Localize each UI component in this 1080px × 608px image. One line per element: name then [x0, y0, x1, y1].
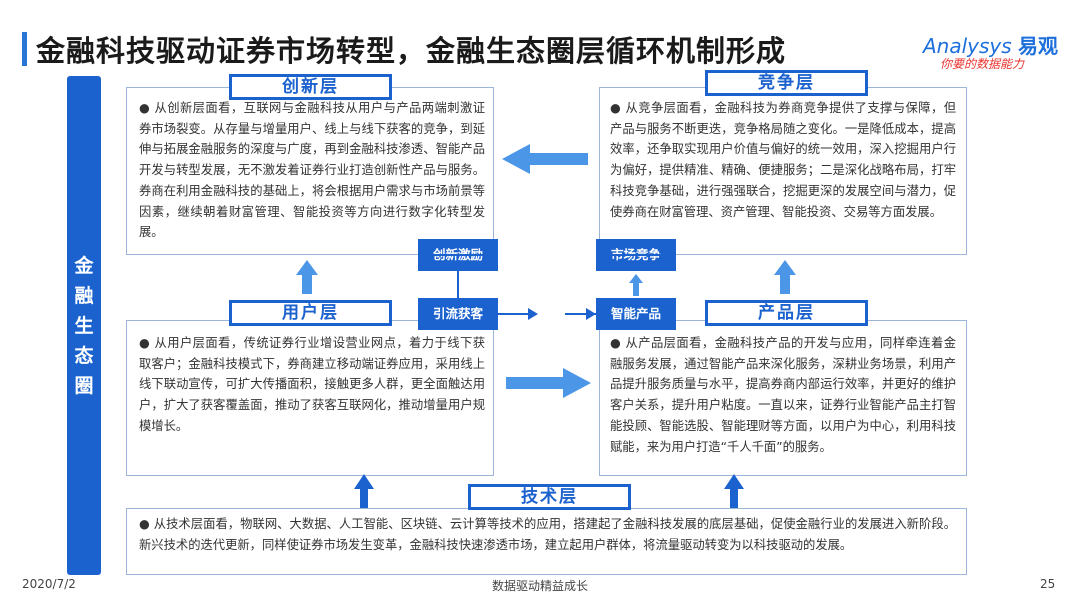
user-layer-label: 用户层 [229, 300, 392, 326]
side-label: 金融生态圈 [74, 254, 94, 397]
competition-layer-text: ● 从竞争层面看，金融科技为券商竞争提供了支撑与保障，但产品与服务不断更迭，竞争… [610, 101, 956, 219]
tech-layer-label: 技术层 [468, 484, 631, 510]
arrow-left-icon [502, 144, 588, 174]
innovation-layer-box: ● 从创新层面看，互联网与金融科技从用户与产品两端刺激证券市场裂变。从存量与增量… [126, 87, 494, 255]
title-accent-bar [22, 32, 27, 66]
side-label-bar: 金融生态圈 [67, 76, 101, 575]
competition-layer-label: 竞争层 [705, 70, 868, 96]
competition-layer-box: ● 从竞争层面看，金融科技为券商竞争提供了支撑与保障，但产品与服务不断更迭，竞争… [599, 87, 967, 255]
innovation-layer-text: ● 从创新层面看，互联网与金融科技从用户与产品两端刺激证券市场裂变。从存量与增量… [139, 101, 485, 240]
tag-smart-products: 智能产品 [596, 298, 676, 330]
footer-center: 数据驱动精益成长 [492, 579, 589, 593]
tech-layer-box: ● 从技术层面看，物联网、大数据、人工智能、区块链、云计算等技术的应用，搭建起了… [126, 508, 967, 575]
arrow-up-icon-right [774, 260, 796, 294]
logo-brand-cn: 易观 [1018, 34, 1059, 58]
arrow-up-icon-tech-left [354, 474, 374, 508]
tag-traffic-acquisition: 引流获客 [418, 298, 498, 330]
arrow-right-small-icon-2 [586, 308, 596, 320]
arrow-up-icon-center [629, 274, 643, 296]
footer-date: 2020/7/2 [22, 577, 76, 591]
innovation-layer-label: 创新层 [229, 74, 392, 100]
arrow-right-icon [506, 368, 591, 398]
tech-layer-text: ● 从技术层面看，物联网、大数据、人工智能、区块链、云计算等技术的应用，搭建起了… [139, 517, 956, 552]
product-layer-label: 产品层 [705, 300, 868, 326]
footer-page-number: 25 [1040, 577, 1056, 591]
logo-brand: Analysys [923, 34, 1012, 58]
user-layer-text: ● 从用户层面看，传统证券行业增设营业网点，着力于线下获取客户；金融科技模式下，… [139, 336, 485, 433]
arrow-up-icon-left [296, 260, 318, 294]
analysys-logo: Analysys 易观 [923, 30, 1058, 59]
arrow-right-small-icon [528, 308, 538, 320]
arrow-up-icon-tech-right [724, 474, 744, 508]
logo-slogan: 你要的数据能力 [940, 57, 1025, 71]
user-layer-box: ● 从用户层面看，传统证券行业增设营业网点，着力于线下获取客户；金融科技模式下，… [126, 320, 494, 476]
product-layer-text: ● 从产品层面看，金融科技产品的开发与应用，同样牵连着金融服务发展，通过智能产品… [610, 336, 956, 454]
page-title: 金融科技驱动证券市场转型，金融生态圈层循环机制形成 [36, 34, 787, 68]
